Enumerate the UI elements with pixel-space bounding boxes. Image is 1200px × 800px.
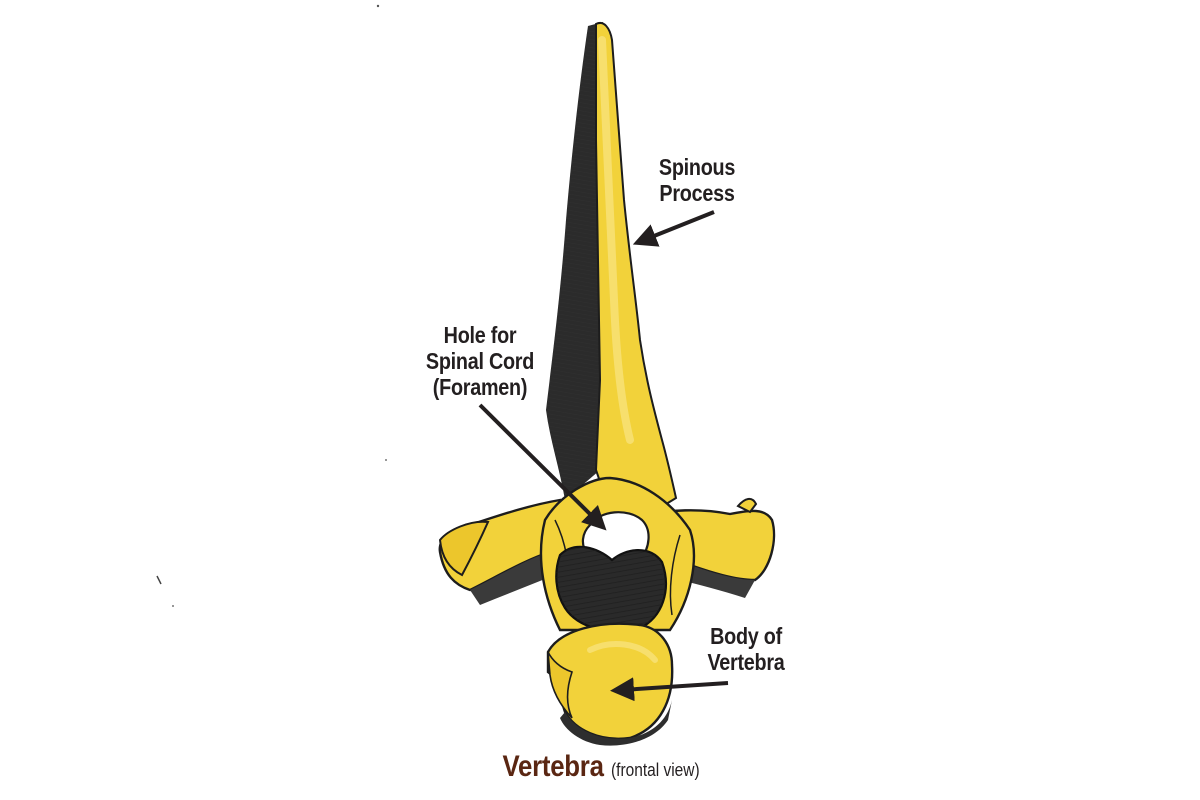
arrow-icon [610,677,729,702]
vertebral-body-rim [560,700,672,746]
label-line: Body of [710,623,782,649]
speck [376,4,380,8]
label-line: Spinal Cord [425,348,535,374]
left-transverse-shade [470,552,555,605]
vertebral-body-lip [547,651,574,719]
label-line: (Foramen) [432,374,528,400]
caption-subtitle: (frontal view) [610,760,700,780]
right-transverse-notch [736,498,758,514]
articular-hatch [556,546,666,632]
vertebral-body-label: Body of Vertebra [686,623,806,675]
foramen-label: Hole for Spinal Cord (Foramen) [408,322,552,400]
right-transverse-shade [680,565,755,598]
label-line: Spinous [658,154,736,180]
spinous-highlight [598,36,634,444]
spinous-process-label: Spinous Process [641,154,753,206]
spinous-process-shadow-hatch [546,22,610,500]
speck [156,575,162,585]
body-highlight [587,641,658,663]
figure-caption: Vertebra (frontal view) [440,750,760,784]
label-line: Vertebra [707,649,785,675]
arrow-icon [478,403,607,531]
spinous-process [594,22,678,522]
label-line: Hole for [443,322,517,348]
arch-crease [669,534,681,616]
caption-title: Vertebra [502,750,605,783]
label-line: Process [659,180,735,206]
speck [172,605,174,607]
left-transverse-tip [438,520,490,577]
arrow-icon [632,210,715,247]
speck [385,459,387,461]
